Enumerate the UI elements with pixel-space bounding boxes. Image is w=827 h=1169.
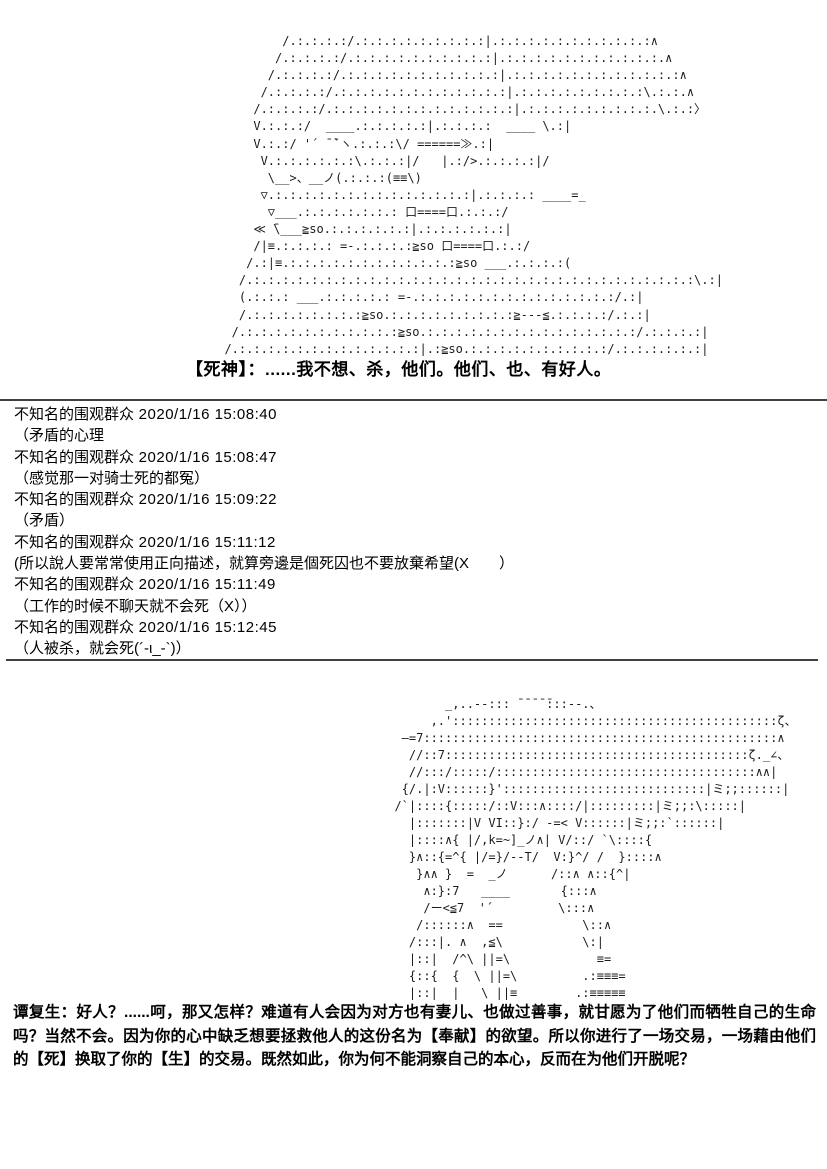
comment-message: (所以說人要常常使用正向描述，就算旁邊是個死囚也不要放棄希望(X ） <box>14 555 514 573</box>
comment-timestamp: 2020/1/16 15:09:22 <box>134 491 277 509</box>
comment-author-line: 不知名的围观群众 2020/1/16 15:11:49 <box>14 574 514 595</box>
tan-fusheng-ascii-art: _,..-‐::: ̄ ̄ ̄ ̄ ̄:::‐-.、 ,.'::::::::::… <box>394 697 797 1000</box>
comment-item: 不知名的围观群众 2020/1/16 15:11:49 （工作的时候不聊天就不会死… <box>14 574 514 617</box>
death-god-ascii-art: /.:.:.:.:/.:.:.:.:.:.:.:.:.:|.:.:.:.:.:.… <box>224 34 723 356</box>
comment-author: 不知名的围观群众 <box>14 491 135 509</box>
comment-item: 不知名的围观群众 2020/1/16 15:11:12 (所以說人要常常使用正向描… <box>14 532 514 575</box>
comment-item: 不知名的围观群众 2020/1/16 15:09:22 （矛盾） <box>14 489 514 532</box>
comments-divider-top <box>0 399 827 401</box>
comment-author-line: 不知名的围观群众 2020/1/16 15:08:47 <box>14 447 514 468</box>
comment-author-line: 不知名的围观群众 2020/1/16 15:12:45 <box>14 617 514 638</box>
comment-author: 不知名的围观群众 <box>14 533 135 551</box>
comment-author-line: 不知名的围观群众 2020/1/16 15:08:40 <box>14 404 514 425</box>
comments-divider-bottom <box>6 659 818 661</box>
comment-timestamp: 2020/1/16 15:08:40 <box>134 406 277 423</box>
comment-author: 不知名的围观群众 <box>14 576 135 594</box>
comment-timestamp: 2020/1/16 15:11:12 <box>134 533 276 551</box>
comment-message: （矛盾的心理 <box>14 427 105 445</box>
comment-message: （人被杀，就会死(´-ι_-`)） <box>14 640 191 658</box>
comment-item: 不知名的围观群众 2020/1/16 15:08:47（感觉那一对骑士死的都冤） <box>14 447 514 490</box>
comment-author: 不知名的围观群众 <box>14 448 135 466</box>
comment-item: 不知名的围观群众 2020/1/16 15:12:45 （人被杀，就会死(´-ι_… <box>14 617 514 660</box>
death-god-dialogue: 【死神】：......我不想、杀，他们。他们、也、有好人。 <box>186 360 612 379</box>
comment-message: （感觉那一对骑士死的都冤） <box>14 469 210 487</box>
comment-timestamp: 2020/1/16 15:12:45 <box>134 618 277 636</box>
comment-timestamp: 2020/1/16 15:11:49 <box>134 576 276 594</box>
comment-message: （矛盾） <box>14 512 75 530</box>
comment-message: （工作的时候不聊天就不会死（X）） <box>14 597 257 615</box>
comment-author: 不知名的围观群众 <box>14 618 135 636</box>
comment-timestamp: 2020/1/16 15:08:47 <box>134 448 277 466</box>
tan-fusheng-speech: 谭复生：好人？......呵，那又怎样？难道有人会因为对方也有妻儿、也做过善事，… <box>13 1004 816 1068</box>
comments-section: 不知名的围观群众 2020/1/16 15:08:40（矛盾的心理不知名的围观群… <box>14 404 514 660</box>
comment-author: 不知名的围观群众 <box>14 406 135 423</box>
comment-author-line: 不知名的围观群众 2020/1/16 15:11:12 <box>14 532 514 553</box>
comment-author-line: 不知名的围观群众 2020/1/16 15:09:22 <box>14 489 514 510</box>
comment-item: 不知名的围观群众 2020/1/16 15:08:40 （矛盾的心理 <box>14 404 514 447</box>
